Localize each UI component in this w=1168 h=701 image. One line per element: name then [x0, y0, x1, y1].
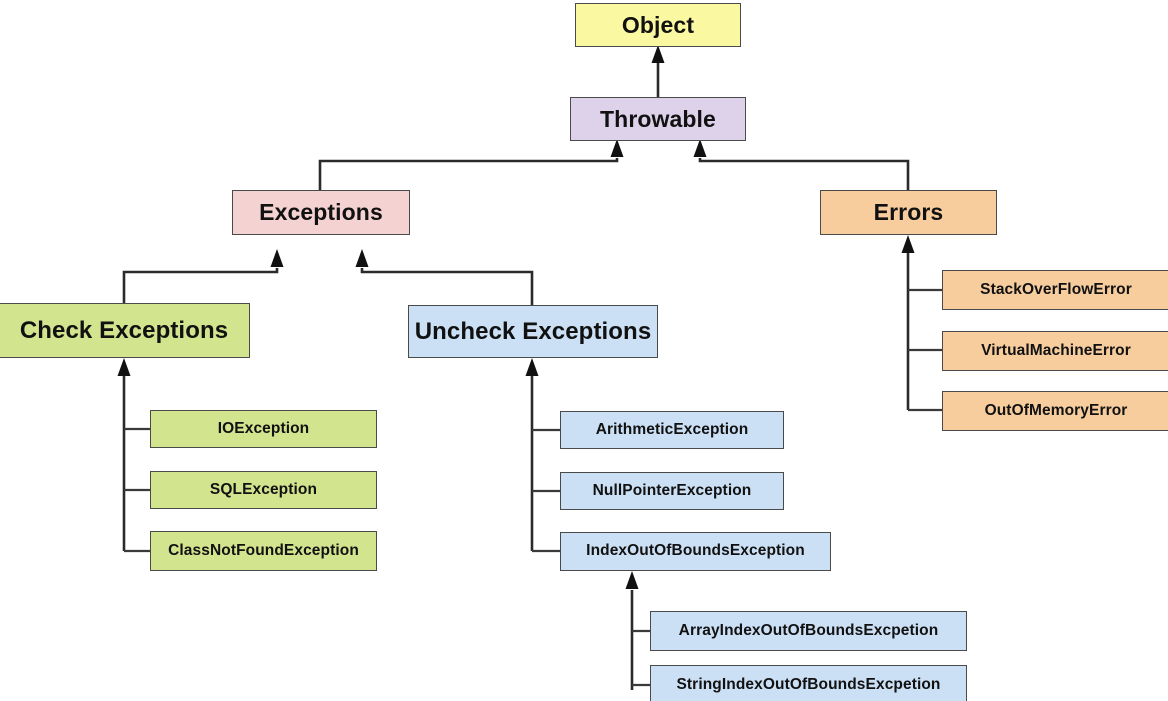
node-check-exceptions[interactable]: Check Exceptions	[0, 303, 250, 358]
node-check-exceptions-label: Check Exceptions	[19, 316, 229, 344]
node-object-label: Object	[621, 11, 695, 38]
node-stackoverflowerror[interactable]: StackOverFlowError	[942, 270, 1168, 310]
node-arithmeticexception[interactable]: ArithmeticException	[560, 411, 784, 449]
node-errors[interactable]: Errors	[820, 190, 997, 235]
node-ioexception[interactable]: IOException	[150, 410, 377, 448]
node-uncheck-exceptions[interactable]: Uncheck Exceptions	[408, 305, 658, 358]
node-ioexception-label: IOException	[217, 419, 310, 437]
node-classnotfoundexception[interactable]: ClassNotFoundException	[150, 531, 377, 571]
node-outofmemoryerror[interactable]: OutOfMemoryError	[942, 391, 1168, 431]
node-stringindexoutofboundsexcpetion-label: StringIndexOutOfBoundsExcpetion	[676, 675, 941, 693]
node-nullpointerexception[interactable]: NullPointerException	[560, 472, 784, 510]
node-exceptions-label: Exceptions	[259, 199, 383, 226]
node-arithmeticexception-label: ArithmeticException	[595, 420, 749, 438]
node-virtualmachineerror[interactable]: VirtualMachineError	[942, 331, 1168, 371]
node-errors-label: Errors	[873, 199, 944, 226]
node-throwable-label: Throwable	[600, 105, 716, 132]
node-indexoutofboundsexception-label: IndexOutOfBoundsException	[586, 542, 805, 560]
node-sqlexception[interactable]: SQLException	[150, 471, 377, 509]
node-stringindexoutofboundsexcpetion[interactable]: StringIndexOutOfBoundsExcpetion	[650, 665, 967, 701]
node-stackoverflowerror-label: StackOverFlowError	[980, 280, 1132, 298]
node-object[interactable]: Object	[575, 3, 741, 47]
node-arrayindexoutofboundsexcpetion[interactable]: ArrayIndexOutOfBoundsExcpetion	[650, 611, 967, 651]
node-virtualmachineerror-label: VirtualMachineError	[981, 341, 1131, 359]
node-outofmemoryerror-label: OutOfMemoryError	[984, 401, 1128, 419]
node-throwable[interactable]: Throwable	[570, 97, 746, 141]
node-nullpointerexception-label: NullPointerException	[592, 481, 752, 499]
node-exceptions[interactable]: Exceptions	[232, 190, 410, 235]
node-indexoutofboundsexception[interactable]: IndexOutOfBoundsException	[560, 532, 831, 571]
node-sqlexception-label: SQLException	[209, 480, 318, 498]
node-classnotfoundexception-label: ClassNotFoundException	[168, 541, 359, 559]
node-uncheck-exceptions-label: Uncheck Exceptions	[414, 317, 652, 345]
node-arrayindexoutofboundsexcpetion-label: ArrayIndexOutOfBoundsExcpetion	[678, 621, 939, 639]
